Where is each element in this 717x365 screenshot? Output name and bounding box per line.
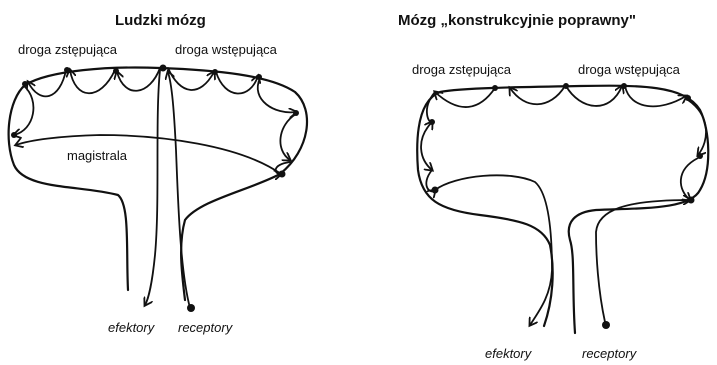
left-node-arc-7 [293,110,299,116]
right-node-5 [432,187,439,194]
right-diagram-panel: Mózg „konstrukcyjnie poprawny" droga zst… [360,0,717,365]
left-node-top [160,65,167,72]
left-receptor-path [168,72,190,308]
right-arc-8 [688,100,706,155]
left-node-receptor [187,304,195,312]
right-node-4 [429,119,435,125]
left-node-arc-8 [279,171,286,178]
right-arc-6 [421,122,432,170]
left-ascending-arc-2 [216,72,258,94]
left-node-arc-6 [256,74,262,80]
right-arc-2 [510,86,565,104]
right-receptor-path [596,200,690,322]
left-brain-drawing [0,0,330,365]
right-node-1 [492,85,498,91]
left-diagram-panel: Ludzki mózg droga zstępująca droga wstęp… [0,0,330,365]
left-descending-arc-2 [70,70,115,93]
right-arc-9 [681,158,698,200]
left-ascending-arc-4 [280,114,296,160]
left-node-arc-5 [212,69,218,75]
left-node-arc-2 [64,67,70,73]
right-node-2 [563,83,569,89]
right-arc-3 [566,86,622,106]
right-node-3 [621,83,627,89]
left-node-arc-3 [22,81,28,87]
right-effector-path [435,175,552,325]
right-node-7 [697,153,703,159]
left-node-arc-4 [11,132,17,138]
right-brain-drawing [360,0,717,365]
left-descending-arc-1 [117,68,160,91]
right-node-6 [685,95,691,101]
left-node-arc-1 [113,68,119,74]
left-highway-line [16,135,281,174]
right-node-receptor [602,321,610,329]
right-node-8 [688,197,695,204]
left-effector-path [145,70,160,305]
right-brain-outline [417,86,708,333]
